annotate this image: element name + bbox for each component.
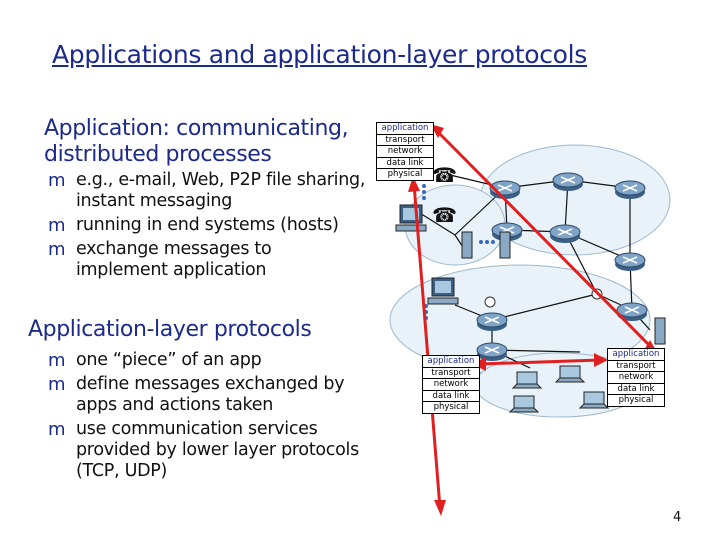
router-icon: [552, 172, 584, 191]
router-icon: [614, 180, 646, 199]
router-icon: [549, 224, 581, 243]
bullet-marker: m: [48, 170, 66, 191]
stack-layer-transport: transport: [608, 361, 664, 372]
server-icon: [499, 231, 511, 259]
stack-layer-physical: physical: [387, 169, 423, 179]
laptop-icon: [554, 365, 586, 383]
section1-heading: Application: communicating, distributed …: [44, 116, 374, 168]
server-icon: [654, 317, 666, 345]
router-icon: [616, 302, 648, 321]
stack-layer-data-link: data link: [423, 391, 479, 402]
stack-layer-network: network: [608, 372, 664, 384]
laptop-icon: [578, 391, 610, 409]
server-icon: [461, 231, 473, 259]
router-icon: [476, 312, 508, 331]
protocol-stack-right: application transport network data link …: [607, 348, 665, 407]
bullet-marker: m: [48, 419, 66, 440]
stack-layer-transport: transport: [423, 368, 479, 379]
telephone-icon: ☎: [432, 203, 457, 227]
section1-heading-text: Application: communicating, distributed …: [44, 116, 349, 167]
stack-layer-data-link: data link: [377, 158, 433, 169]
protocol-stack-top-left: application transport network data link …: [376, 122, 434, 181]
bullet-marker: m: [48, 239, 66, 260]
computer-icon: [395, 204, 427, 232]
laptop-icon: [511, 371, 543, 389]
computer-icon: [427, 277, 459, 305]
page-number: 4: [673, 510, 682, 525]
stack-layer-physical: physical: [618, 395, 654, 405]
stack-layer-application: application: [608, 349, 664, 361]
bullet-marker: m: [48, 350, 66, 371]
telephone-icons: ☎ ☎: [432, 163, 457, 227]
protocol-stack-bottom-left: application transport network data link …: [422, 355, 480, 414]
stack-layer-network: network: [377, 146, 433, 158]
stack-layer-application: application: [377, 123, 433, 135]
stack-layer-data-link: data link: [608, 384, 664, 395]
bullet-marker: m: [48, 374, 66, 395]
telephone-icon: ☎: [432, 163, 457, 187]
bullet-marker: m: [48, 215, 66, 236]
stack-layer-transport: transport: [377, 135, 433, 146]
section2-heading: Application-layer protocols: [28, 317, 312, 342]
laptop-icon: [508, 395, 540, 413]
router-icon: [614, 252, 646, 271]
host-computers: [395, 204, 666, 413]
router-icons: [476, 172, 648, 361]
slide-title: Applications and application-layer proto…: [52, 40, 588, 69]
router-icon: [476, 342, 508, 361]
stack-layer-physical: physical: [433, 402, 469, 412]
dotted-connectors: [422, 184, 495, 320]
modem-icon: [484, 296, 496, 308]
stack-layer-network: network: [423, 379, 479, 391]
stack-layer-application: application: [423, 356, 479, 368]
